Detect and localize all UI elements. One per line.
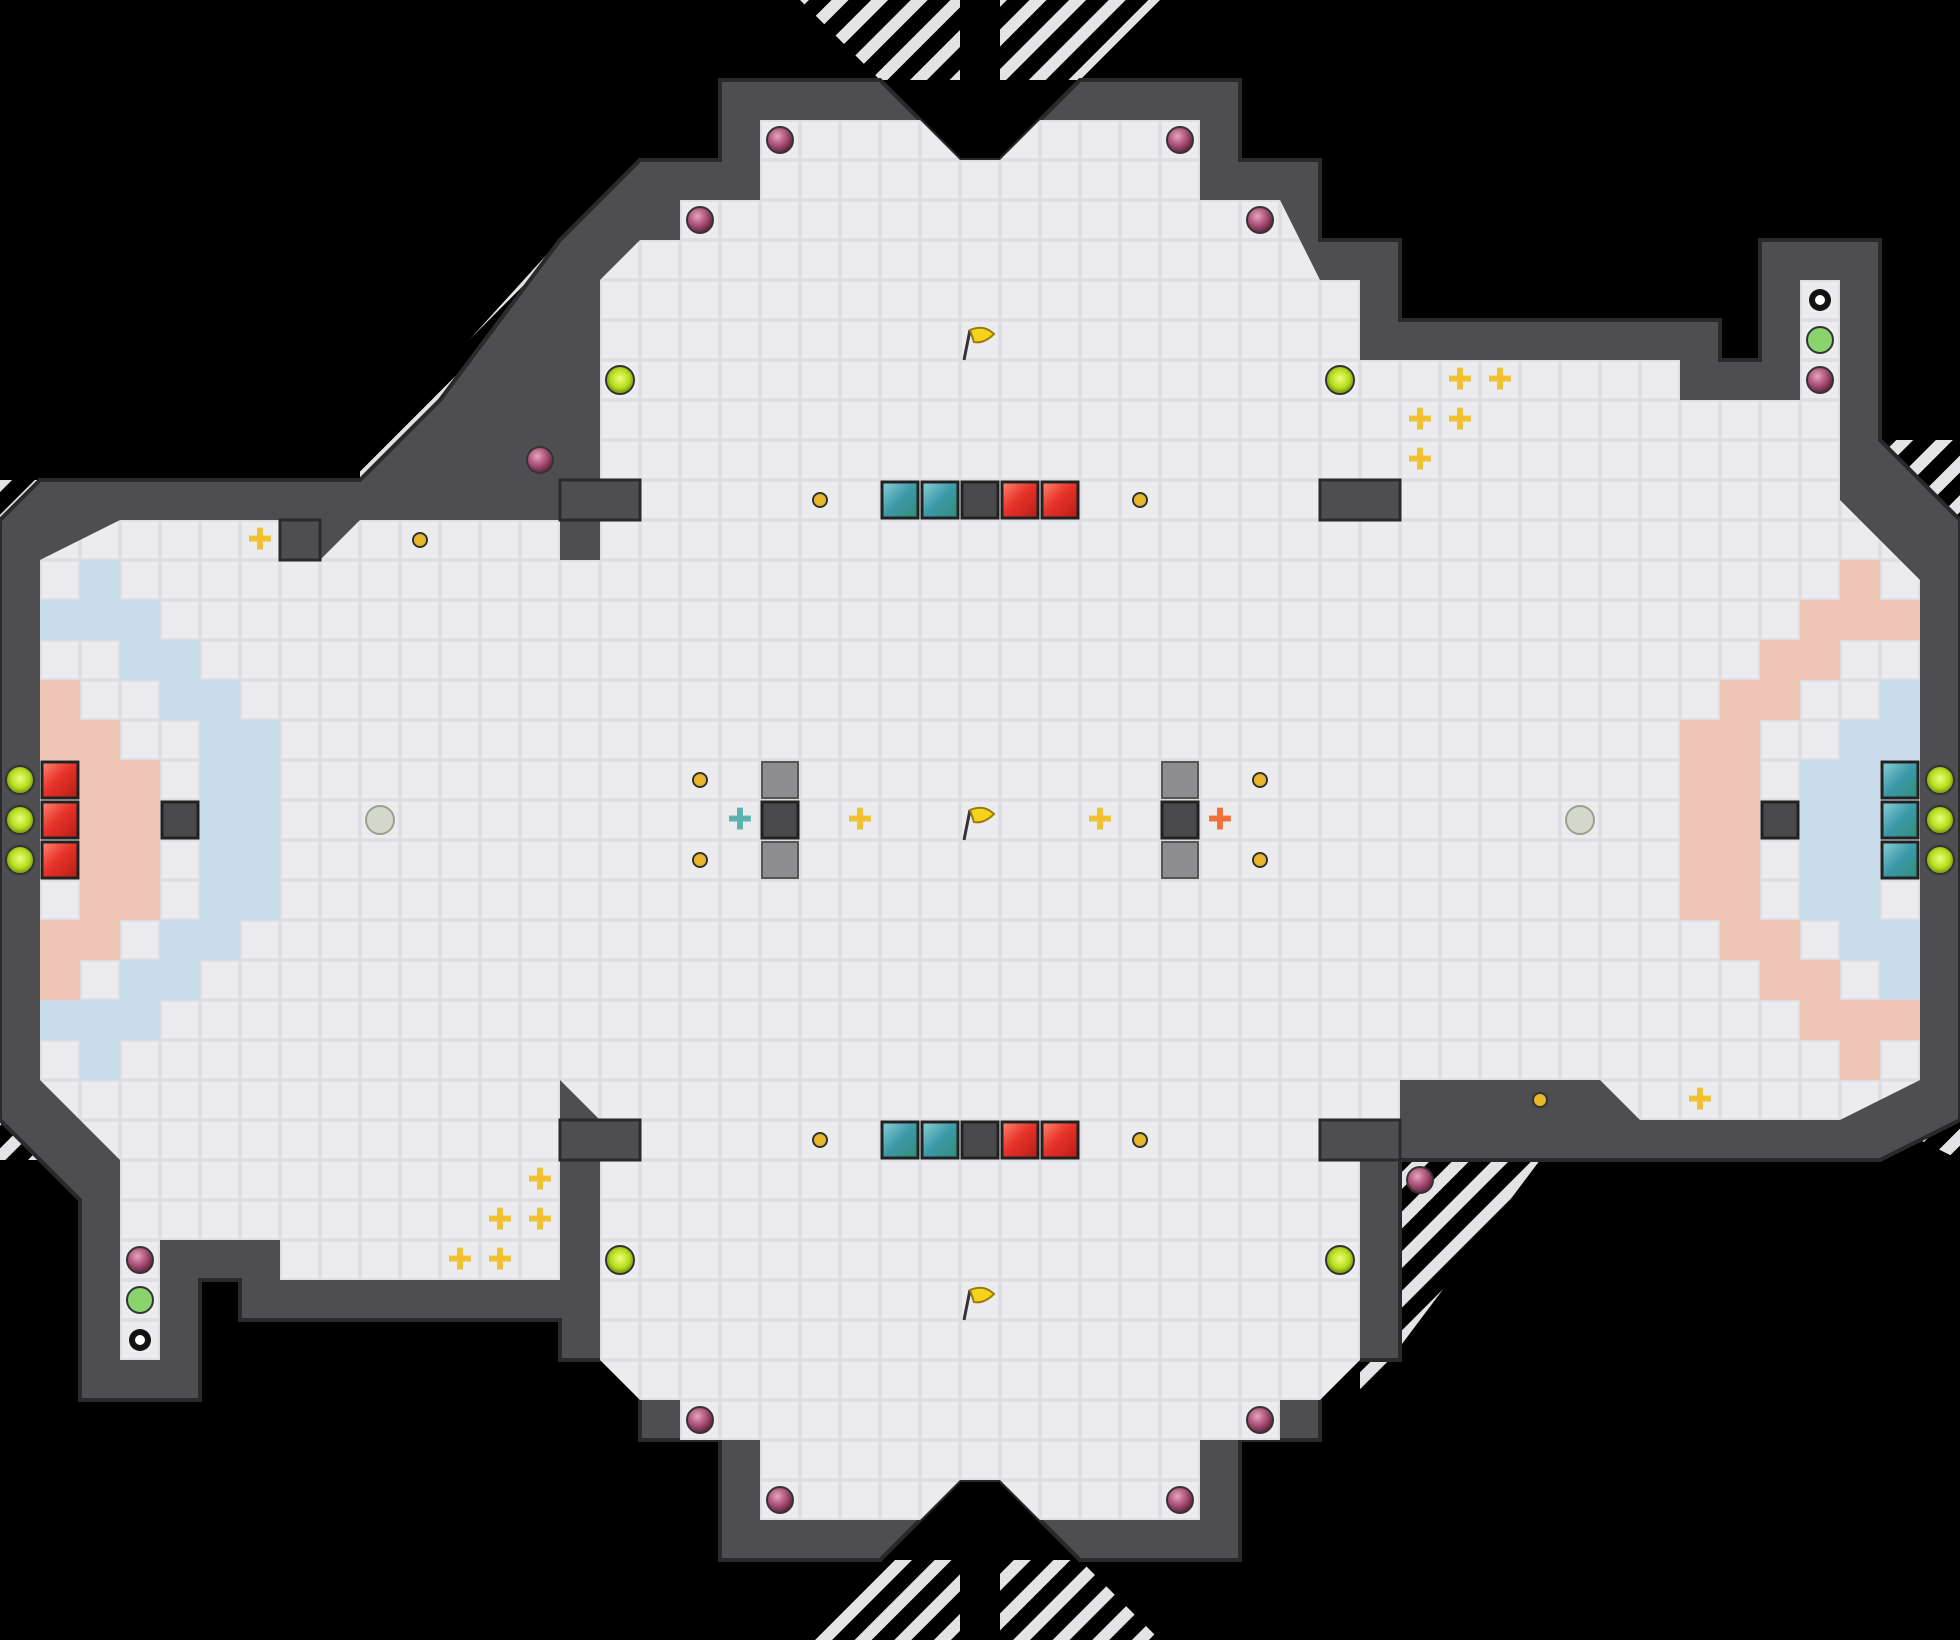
bomb-icon	[686, 206, 714, 234]
button-icon	[1132, 492, 1148, 508]
powerup-icon	[126, 1286, 154, 1314]
bomb-icon	[526, 446, 554, 474]
flag-icon	[962, 326, 996, 361]
spike-icon	[1161, 761, 1199, 799]
red-gate-icon	[1040, 480, 1080, 520]
blue-gate-icon	[1880, 760, 1920, 800]
portal-icon	[365, 805, 395, 835]
bomb-icon	[1166, 1486, 1194, 1514]
wall-block	[960, 480, 1000, 520]
bottom-gates	[880, 1120, 1080, 1160]
blue-gate-icon	[1880, 840, 1920, 880]
boost-icon: ✚	[1447, 363, 1472, 398]
red-gate-icon	[1000, 480, 1040, 520]
powerup-icon	[605, 1245, 635, 1275]
wall-block	[1160, 800, 1200, 840]
boost-icon: ✚	[1687, 1083, 1712, 1118]
powerup-icon	[1806, 326, 1834, 354]
flag-icon	[962, 1286, 996, 1321]
right-end-gates	[1760, 760, 1920, 880]
wall-block	[160, 800, 200, 840]
wall-block	[1760, 800, 1800, 840]
left-end-gates	[40, 760, 200, 880]
boost-icon: ✚	[487, 1243, 512, 1278]
boost-icon: ✚	[1087, 803, 1112, 838]
button-icon	[812, 1132, 828, 1148]
left-team-zones	[40, 560, 280, 1080]
buttons	[412, 492, 1548, 1148]
boost-icon: ✚	[527, 1163, 552, 1198]
blue-gate-icon	[920, 480, 960, 520]
powerup-icon	[1325, 365, 1355, 395]
button-icon	[1132, 1132, 1148, 1148]
flags	[962, 326, 996, 1321]
boost-icon: ✚	[1407, 443, 1432, 478]
button-icon	[692, 852, 708, 868]
powerup-icon	[1925, 765, 1955, 795]
button-icon	[812, 492, 828, 508]
red-gate-icon	[40, 760, 80, 800]
boost-icon: ✚	[247, 523, 272, 558]
bomb-icon	[766, 126, 794, 154]
blue-gate-icon	[1880, 800, 1920, 840]
spike-icon	[761, 841, 799, 879]
bomb-icon	[126, 1246, 154, 1274]
powerup-icon	[5, 845, 35, 875]
blue-gate-icon	[920, 1120, 960, 1160]
powerup-icon	[1925, 845, 1955, 875]
wall-block	[760, 800, 800, 840]
powerup-icon	[5, 805, 35, 835]
red-gate-icon	[40, 800, 80, 840]
bomb-icon	[1166, 126, 1194, 154]
boost-icon: ✚	[1407, 403, 1432, 438]
button-icon	[412, 532, 428, 548]
red-gate-icon	[40, 840, 80, 880]
red-gate-icon	[1040, 1120, 1080, 1160]
powerup-icon	[1325, 1245, 1355, 1275]
bomb-icon	[686, 1406, 714, 1434]
button-icon	[1252, 852, 1268, 868]
bomb-icon	[1806, 366, 1834, 394]
portal-icon	[1565, 805, 1595, 835]
boost-icon: ✚	[487, 1203, 512, 1238]
bomb-icon	[1246, 1406, 1274, 1434]
inner-walls	[278, 478, 1402, 1162]
spike-icon	[1161, 841, 1199, 879]
boost-icon: ✚	[447, 1243, 472, 1278]
button-icon	[1252, 772, 1268, 788]
wall-block	[960, 1120, 1000, 1160]
red-gate-icon	[1000, 1120, 1040, 1160]
boost-icon: ✚	[1447, 403, 1472, 438]
button-icon	[1532, 1092, 1548, 1108]
bomb-icon	[1406, 1166, 1434, 1194]
bomb-icon	[766, 1486, 794, 1514]
bombs	[126, 126, 1834, 1514]
boost-icon: ✚	[727, 803, 752, 838]
boosts: ✚ ✚ ✚ ✚ ✚ ✚ ✚ ✚ ✚ ✚ ✚ ✚ ✚ ✚ ✚ ✚	[247, 363, 1712, 1278]
boost-icon: ✚	[527, 1203, 552, 1238]
powerup-icon	[605, 365, 635, 395]
top-gates	[880, 480, 1080, 520]
flag-icon	[962, 806, 996, 841]
center-structures	[760, 761, 1200, 879]
right-team-zones	[1680, 560, 1920, 1080]
boost-icon: ✚	[1207, 803, 1232, 838]
spike-icon	[761, 761, 799, 799]
boost-icon: ✚	[847, 803, 872, 838]
bomb-icon	[1246, 206, 1274, 234]
portals	[365, 805, 1595, 835]
powerup-icon	[1925, 805, 1955, 835]
powerups	[5, 365, 1955, 1275]
powerup-icon	[5, 765, 35, 795]
button-icon	[692, 772, 708, 788]
blue-gate-icon	[880, 480, 920, 520]
blue-gate-icon	[880, 1120, 920, 1160]
boost-icon: ✚	[1487, 363, 1512, 398]
pocket-items	[126, 289, 1834, 1351]
